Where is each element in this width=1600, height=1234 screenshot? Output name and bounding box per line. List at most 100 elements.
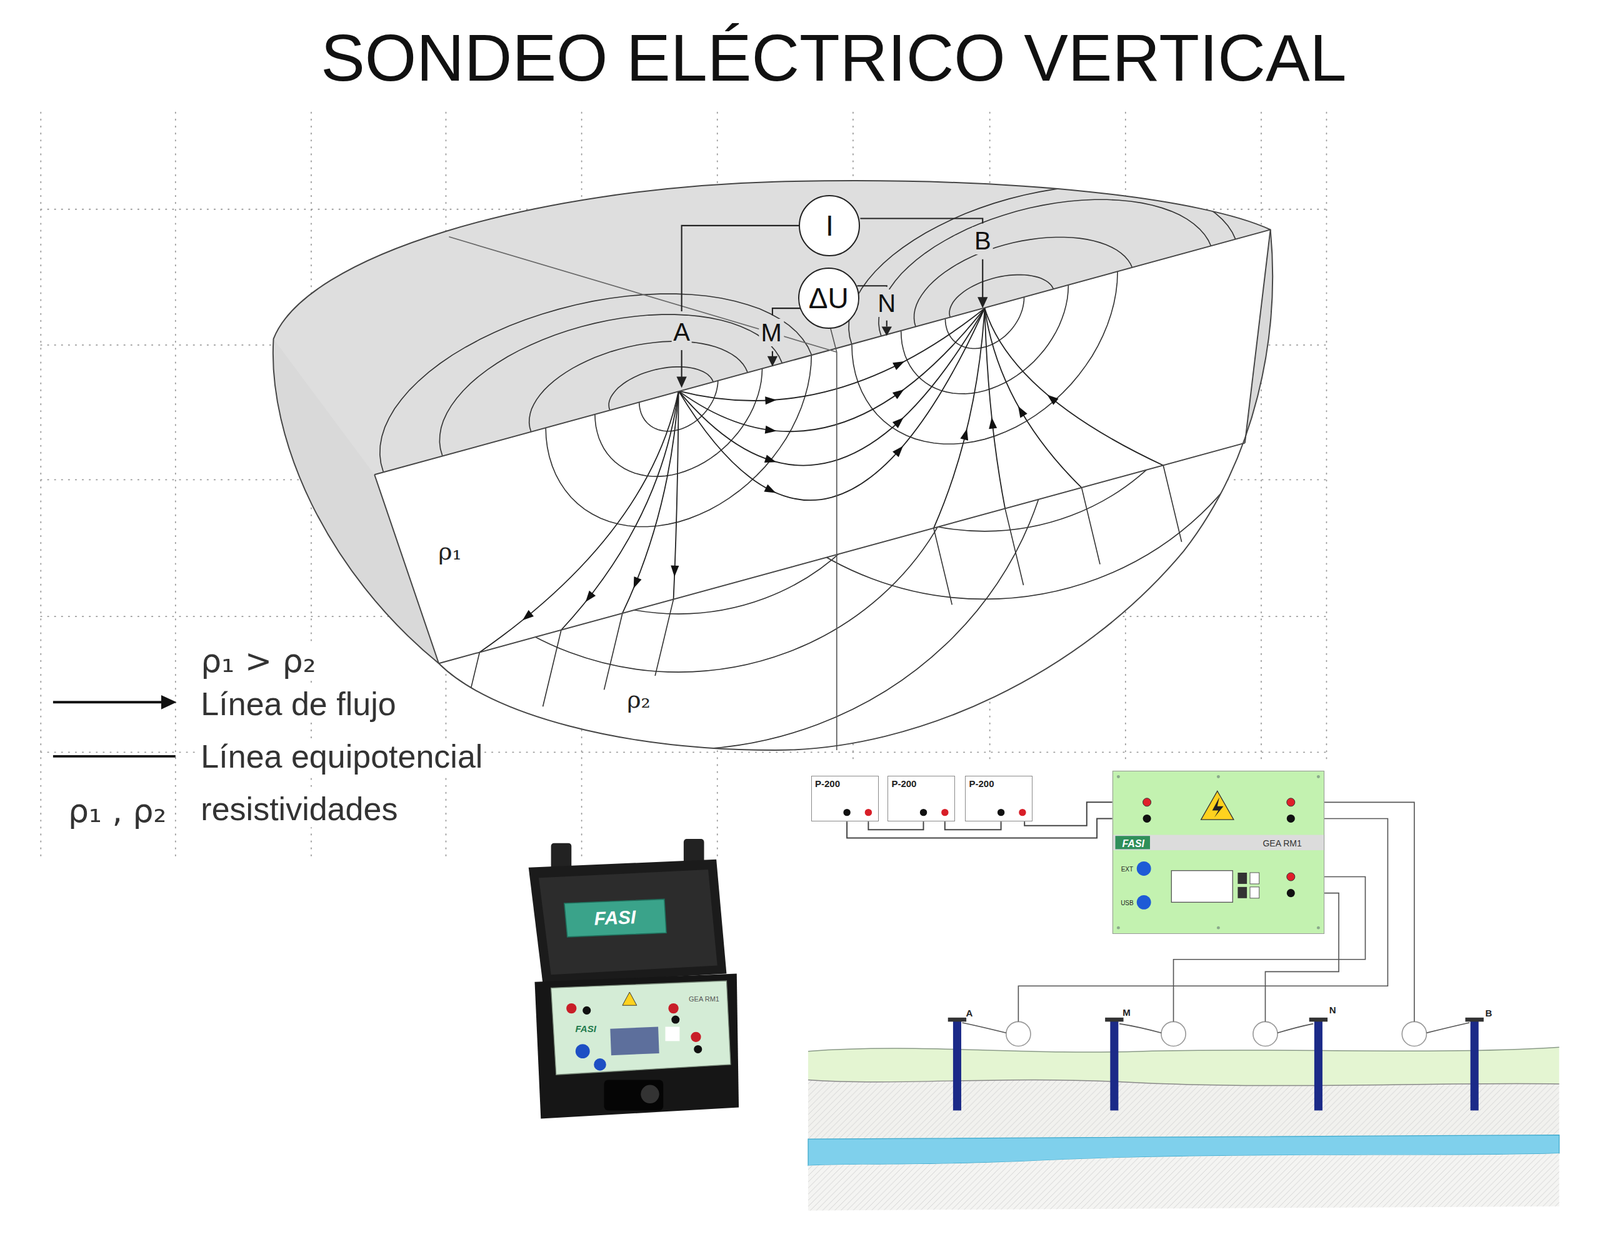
box-label: P-200	[891, 778, 917, 790]
electrode-wires	[771, 351, 774, 358]
block-edges	[1245, 229, 1271, 443]
field-setup	[1309, 1017, 1328, 1022]
equipotential-line	[380, 185, 1236, 472]
flow-arrowhead	[633, 576, 642, 589]
field-setup	[1136, 895, 1152, 910]
field-setup	[1277, 1023, 1314, 1034]
block-edges	[273, 180, 1273, 750]
field-lines	[301, 17, 1292, 750]
wire	[945, 821, 1002, 830]
instrument-photo	[551, 980, 731, 1075]
flow-line	[933, 528, 952, 605]
field-setup	[1119, 1023, 1162, 1034]
field-setup	[1212, 796, 1224, 818]
text-label: M	[1122, 1006, 1131, 1018]
field-setup	[1316, 926, 1320, 930]
field-setup	[1006, 1021, 1427, 1046]
equipotential-line	[914, 236, 1133, 327]
wire	[868, 821, 924, 830]
field-setup	[808, 1079, 1560, 1139]
equipotential-line	[608, 366, 714, 410]
field-setup	[1295, 801, 1415, 1022]
equipotential-line	[545, 271, 1118, 527]
flow-line	[1081, 487, 1100, 564]
text-label: ρ₁ > ρ₂	[198, 643, 318, 679]
text-label: M	[759, 318, 784, 347]
flow-line	[622, 390, 679, 614]
flow-line	[479, 390, 679, 652]
box-label: P-200	[968, 778, 994, 790]
field-setup	[1216, 775, 1220, 779]
field-setup	[1237, 886, 1247, 899]
meter-symbol: ΔU	[808, 283, 849, 313]
field-setup	[941, 808, 949, 816]
electrode-wires	[977, 296, 988, 309]
flow-line	[561, 390, 679, 630]
field-setup	[865, 808, 872, 816]
legend-text: resistividades	[198, 791, 400, 827]
grid-line	[40, 112, 42, 858]
flow-line	[461, 465, 1182, 729]
instrument-photo	[593, 1058, 607, 1071]
field-setup	[953, 1020, 962, 1111]
instrument-photo	[610, 1026, 659, 1056]
flow-line	[543, 630, 562, 707]
electrode-wires	[881, 326, 892, 337]
flow-arrowhead	[892, 417, 904, 429]
equipotential-line	[545, 354, 812, 527]
instrument-photo	[535, 973, 740, 1119]
equipotential-line	[595, 368, 763, 477]
legend-text: Línea equipotencial	[198, 739, 485, 775]
field-setup	[1286, 798, 1295, 807]
field-setup	[1216, 926, 1220, 930]
panel-text: GEA RM1	[1262, 838, 1302, 849]
flow-line	[461, 651, 480, 729]
flow-line	[985, 308, 1082, 488]
field-setup	[808, 1079, 1560, 1139]
text-label: B	[1485, 1008, 1493, 1019]
field-setup	[1237, 872, 1247, 884]
flow-arrowhead	[765, 396, 777, 405]
instrument-photo	[528, 838, 739, 1119]
grid-line	[40, 208, 1327, 210]
block-edges	[374, 229, 1270, 475]
equipotential-line	[945, 297, 1024, 349]
field-setup	[920, 808, 927, 816]
battery-box: P-200	[965, 775, 1033, 822]
field-setup	[1112, 770, 1325, 934]
block-edges	[273, 180, 1273, 750]
electrode-wires	[676, 376, 687, 389]
equipotential-line	[678, 17, 1292, 600]
flow-arrowhead	[765, 425, 777, 434]
text-label: N	[875, 289, 898, 317]
equipotential-line	[439, 314, 782, 456]
field-setup	[1314, 1020, 1323, 1111]
grid-line	[989, 112, 991, 761]
flow-arrowhead	[522, 610, 534, 620]
field-setup	[1250, 872, 1260, 884]
dotted-grid	[40, 112, 1327, 858]
grid-line	[716, 112, 719, 858]
flow-line	[985, 308, 1164, 465]
equipotential-line	[443, 168, 914, 614]
block-edges	[438, 443, 1245, 664]
flow-line	[678, 308, 985, 465]
field-setup	[1116, 775, 1120, 779]
field-setup	[808, 1135, 1560, 1166]
equipotential-line	[949, 275, 1054, 319]
field-setup	[1253, 1021, 1278, 1046]
legend-sample	[53, 755, 176, 758]
flow-arrowhead	[1018, 406, 1028, 419]
meter-symbol: I	[825, 211, 834, 240]
field-setup	[1136, 861, 1152, 876]
equipotential-line	[301, 17, 1292, 750]
field-setup	[1173, 876, 1366, 1022]
electrode-wires	[767, 356, 778, 367]
field-setup	[1201, 790, 1234, 820]
field-setup	[1250, 886, 1260, 899]
instrument-photo	[671, 1015, 680, 1024]
legend-text: Línea de flujo	[198, 686, 398, 722]
text-label: FASI	[594, 906, 637, 929]
flow-line	[1163, 465, 1182, 542]
